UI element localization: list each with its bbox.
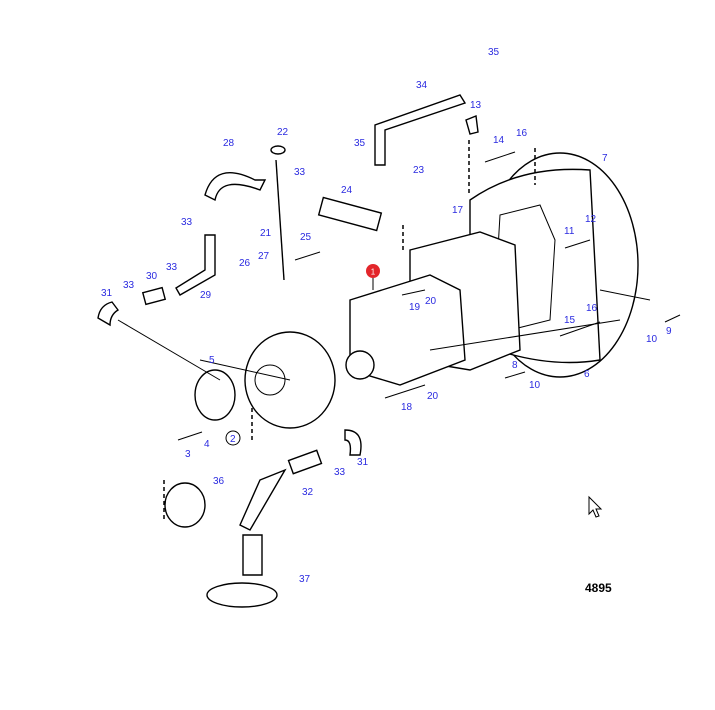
callout[interactable]: 29 (200, 290, 212, 301)
callout[interactable]: 30 (146, 271, 158, 282)
intake-hose-32 (239, 468, 287, 531)
callout[interactable]: 33 (181, 217, 193, 228)
callout[interactable]: 10 (646, 334, 658, 345)
callout[interactable]: 11 (564, 226, 575, 237)
pipe-24 (317, 196, 383, 232)
strainer-37 (206, 582, 278, 608)
callout[interactable]: 25 (300, 232, 312, 243)
callout[interactable]: 17 (452, 205, 464, 216)
callout[interactable]: 35 (354, 138, 366, 149)
callout[interactable]: 23 (413, 165, 425, 176)
callout[interactable]: 32 (302, 487, 314, 498)
callouts: 35 34 13 14 16 7 28 22 35 33 23 24 17 33… (101, 47, 672, 585)
callout[interactable]: 15 (564, 315, 576, 326)
callout[interactable]: 14 (493, 135, 505, 146)
callout[interactable]: 31 (357, 457, 369, 468)
callout[interactable]: 34 (416, 80, 428, 91)
rubber-coupling-36 (164, 482, 206, 528)
callout[interactable]: 37 (299, 574, 311, 585)
callout[interactable]: 8 (512, 360, 518, 371)
highlight-number: 1 (371, 268, 376, 277)
elbow-31b (344, 429, 362, 456)
callout[interactable]: 36 (213, 476, 225, 487)
callout[interactable]: 31 (101, 288, 113, 299)
bracket-13 (465, 115, 479, 135)
callout[interactable]: 10 (529, 380, 541, 391)
callout[interactable]: 28 (223, 138, 235, 149)
callout[interactable]: 5 (209, 355, 215, 366)
callout[interactable]: 16 (516, 128, 528, 139)
callout[interactable]: 20 (425, 296, 437, 307)
callout[interactable]: 24 (341, 185, 353, 196)
callout[interactable]: 20 (427, 391, 439, 402)
callout[interactable]: 33 (334, 467, 346, 478)
callout[interactable]: 6 (584, 369, 590, 380)
callout[interactable]: 18 (401, 402, 413, 413)
hose-29 (175, 234, 216, 296)
hose-30 (141, 286, 167, 306)
highlight-dot[interactable] (366, 264, 380, 278)
callout[interactable]: 13 (470, 100, 482, 111)
callout[interactable]: 33 (123, 280, 135, 291)
elbow-31 (97, 301, 120, 327)
callout[interactable]: 2 (230, 434, 236, 445)
hose-34 (374, 94, 467, 166)
callout[interactable]: 3 (185, 449, 191, 460)
callout[interactable]: 35 (488, 47, 500, 58)
dipstick-21 (275, 159, 285, 281)
callout[interactable]: 22 (277, 127, 289, 138)
seal-22 (270, 145, 286, 155)
drawing (97, 94, 681, 608)
callout[interactable]: 4 (204, 439, 210, 450)
callout[interactable]: 12 (585, 214, 597, 225)
callout[interactable]: 19 (409, 302, 421, 313)
valve-body (242, 534, 263, 576)
callout[interactable]: 33 (294, 167, 306, 178)
figure-number: 4895 (585, 581, 612, 595)
callout-ring (225, 430, 241, 446)
callout[interactable]: 21 (260, 228, 272, 239)
flange-coupling (194, 369, 236, 421)
callout[interactable]: 33 (166, 262, 178, 273)
hose-28 (204, 172, 267, 202)
stud-25 (294, 251, 321, 261)
highlight-marker[interactable]: 1 (366, 264, 380, 290)
mouse-cursor-icon (588, 495, 603, 518)
callout[interactable]: 26 (239, 258, 251, 269)
callout[interactable]: 16 (586, 303, 598, 314)
callout[interactable]: 9 (666, 326, 672, 337)
callout[interactable]: 7 (602, 153, 608, 164)
callout[interactable]: 27 (258, 251, 270, 262)
